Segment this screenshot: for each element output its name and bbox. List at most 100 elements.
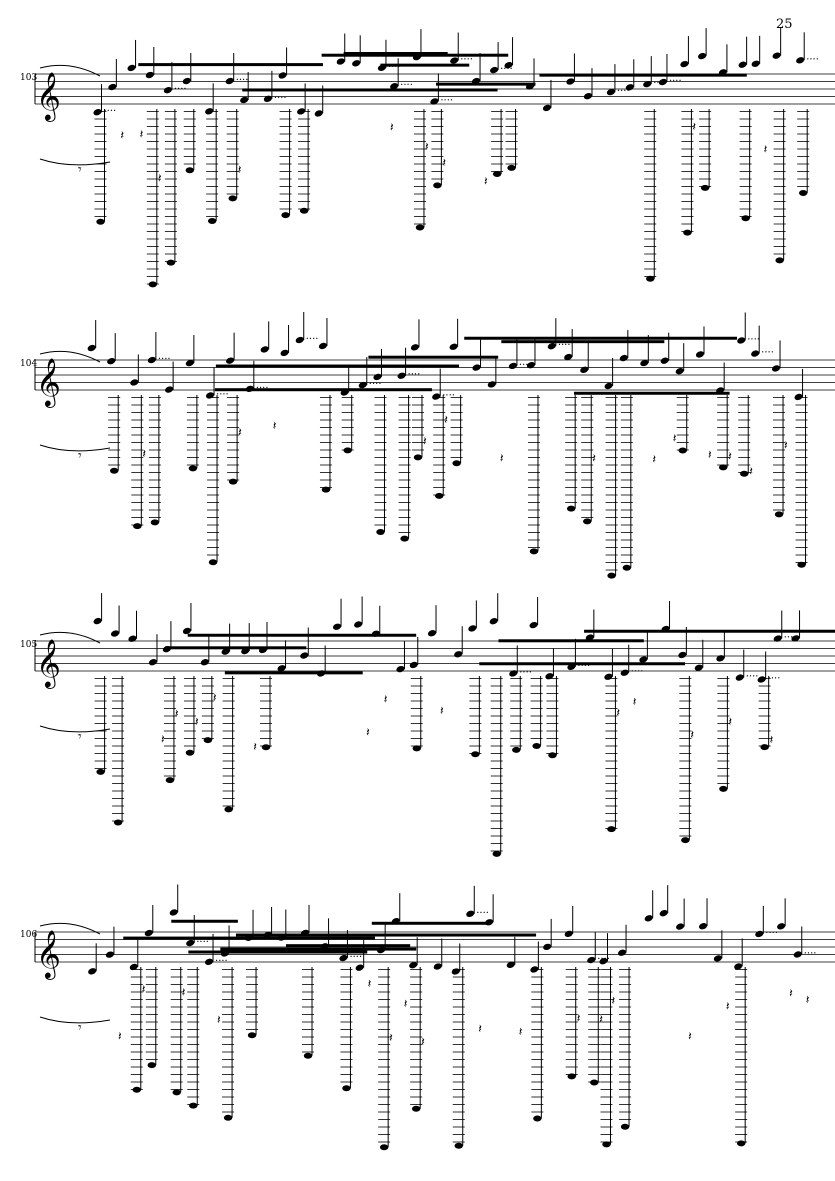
- rest-icon: 𝄽: [142, 447, 146, 461]
- augmentation-dots: ····: [519, 360, 532, 371]
- notehead: [583, 518, 592, 525]
- notehead: [772, 52, 781, 59]
- augmentation-dots: ····: [476, 908, 489, 919]
- rest-icon: 𝄽: [633, 694, 637, 708]
- notehead: [466, 910, 475, 917]
- notehead: [504, 62, 513, 69]
- notehead: [487, 381, 496, 388]
- notehead: [607, 572, 616, 579]
- notehead: [643, 80, 652, 88]
- notehead: [127, 64, 136, 72]
- rest-icon: 𝄽: [238, 425, 242, 439]
- notehead: [716, 387, 725, 394]
- beam: [164, 646, 307, 650]
- augmentation-dots: ····: [256, 383, 269, 394]
- rest-icon: 𝄽: [592, 451, 596, 465]
- beam: [215, 364, 459, 368]
- notehead: [716, 655, 725, 662]
- notehead: [113, 819, 123, 826]
- augmentation-dots: ····: [216, 389, 229, 400]
- measure-number-104: 104: [20, 359, 38, 369]
- notehead: [185, 167, 194, 174]
- augmentation-dots: ····: [349, 952, 362, 963]
- beam: [220, 947, 417, 951]
- notehead: [619, 354, 628, 362]
- rest-icon: 𝄽: [425, 139, 429, 153]
- notehead: [468, 625, 477, 632]
- beam: [235, 933, 537, 937]
- notehead: [281, 212, 290, 219]
- notehead: [188, 465, 198, 472]
- beam: [573, 391, 730, 395]
- treble-clef-icon: 𝄞: [36, 929, 61, 980]
- notehead: [735, 674, 744, 681]
- notehead: [391, 918, 400, 925]
- rest-icon: 𝄽: [577, 1011, 581, 1025]
- notehead: [377, 64, 387, 71]
- beam: [464, 336, 738, 340]
- notehead: [604, 673, 613, 680]
- notehead: [529, 548, 539, 555]
- notehead: [489, 618, 498, 625]
- beam: [343, 52, 448, 56]
- notehead: [355, 964, 364, 971]
- notehead: [529, 621, 538, 629]
- augmentation-dots: ····: [617, 86, 630, 97]
- augmentation-dots: ····: [288, 932, 301, 943]
- rest-icon: 𝄽: [182, 985, 186, 999]
- notation-shapes-layer: [34, 27, 835, 1151]
- notehead: [207, 217, 217, 224]
- rest-icon: 𝄽: [389, 1030, 393, 1044]
- rest-icon: 𝄽: [612, 994, 616, 1008]
- augmentation-dots: ····: [369, 379, 382, 390]
- rest-icon: 𝄽: [384, 692, 388, 706]
- notehead: [277, 665, 286, 672]
- notehead: [224, 806, 233, 813]
- rest-icon: 𝄽: [726, 999, 730, 1013]
- notehead: [774, 511, 784, 518]
- rest-icon: 𝄽: [728, 714, 732, 728]
- augmentation-dots: ····: [669, 76, 682, 87]
- notehead: [471, 751, 480, 758]
- notehead: [247, 1032, 257, 1039]
- notehead: [506, 961, 515, 968]
- notehead: [451, 968, 460, 975]
- notehead: [683, 229, 692, 236]
- notehead: [472, 364, 481, 371]
- augmentation-dots: ····: [442, 391, 455, 402]
- notehead: [738, 61, 747, 68]
- beam: [498, 639, 644, 643]
- augmentation-dots: ····: [408, 370, 421, 381]
- notehead: [430, 98, 439, 105]
- notehead: [321, 486, 331, 493]
- rest-icon: 𝄽: [764, 142, 768, 156]
- beam: [242, 88, 498, 92]
- notehead: [128, 635, 137, 642]
- augmentation-dots: ····: [196, 937, 209, 948]
- slur: [39, 631, 101, 644]
- beam: [138, 63, 323, 67]
- notehead: [377, 946, 386, 954]
- slur: [39, 64, 101, 77]
- rest-icon: 𝄽: [213, 691, 217, 705]
- notehead: [694, 664, 703, 671]
- beam: [539, 73, 747, 77]
- notehead: [796, 57, 805, 64]
- notehead: [567, 1073, 576, 1080]
- rest-icon: 𝄽: [368, 976, 372, 990]
- rest-icon: 𝄽: [442, 155, 446, 169]
- notehead: [208, 559, 218, 566]
- notehead: [660, 357, 669, 364]
- notehead: [547, 343, 556, 350]
- notehead: [794, 393, 803, 401]
- rest-icon: 𝄽: [688, 1029, 692, 1043]
- notehead: [775, 257, 784, 264]
- rest-icon: 𝄽: [120, 128, 124, 142]
- rest-icon: 𝄽: [217, 1013, 221, 1027]
- beam: [171, 919, 238, 923]
- rest-icon: 𝄽: [708, 447, 712, 461]
- augmentation-dots: ····: [158, 354, 171, 365]
- notehead: [791, 635, 800, 642]
- notehead: [658, 78, 668, 86]
